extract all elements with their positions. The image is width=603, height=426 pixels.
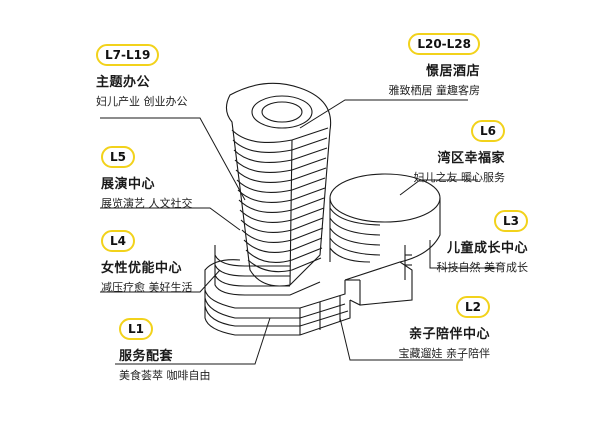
callout-l4: L4 女性优能中心 减压疗愈 美好生活 (101, 230, 193, 295)
level-badge: L1 (119, 318, 153, 340)
callout-title: 女性优能中心 (101, 261, 183, 276)
callout-l1: L1 服务配套 美食荟萃 咖啡自由 (119, 318, 211, 383)
callout-subtitle: 美食荟萃 咖啡自由 (119, 369, 211, 382)
callout-title: 服务配套 (119, 349, 174, 364)
callout-title: 憬居酒店 (425, 64, 480, 79)
callout-l2: L2 亲子陪伴中心 宝藏遛娃 亲子陪伴 (380, 296, 490, 361)
l4-wing (214, 245, 321, 296)
podium-block (204, 259, 413, 336)
level-badge: L5 (101, 146, 135, 168)
callout-title: 主题办公 (96, 75, 151, 90)
level-badge: L4 (101, 230, 135, 252)
level-badge: L6 (471, 120, 505, 142)
callout-title: 亲子陪伴中心 (408, 327, 490, 342)
callout-subtitle: 雅致栖居 童趣客房 (388, 84, 481, 97)
level-badge: L2 (456, 296, 490, 318)
callout-subtitle: 妇儿产业 创业办公 (96, 95, 188, 108)
level-badge: L3 (494, 210, 528, 232)
callout-subtitle: 科技自然 美育成长 (436, 261, 529, 274)
callout-subtitle: 展览演艺 人文社交 (101, 197, 193, 210)
callout-title: 展演中心 (101, 177, 156, 192)
callout-title: 儿童成长中心 (446, 241, 528, 256)
callout-l20-l28: L20-L28 憬居酒店 雅致栖居 童趣客房 (370, 33, 480, 98)
level-badge: L20-L28 (408, 33, 480, 55)
callout-l5: L5 展演中心 展览演艺 人文社交 (101, 146, 193, 211)
callout-l6: L6 湾区幸福家 妇儿之友 暖心服务 (395, 120, 505, 185)
callout-subtitle: 妇儿之友 暖心服务 (413, 171, 506, 184)
tower (225, 82, 332, 287)
callout-subtitle: 宝藏遛娃 亲子陪伴 (398, 347, 491, 360)
callout-l7-l19: L7-L19 主题办公 妇儿产业 创业办公 (96, 44, 188, 109)
leader-lines (100, 99, 498, 365)
callout-subtitle: 减压疗愈 美好生活 (101, 281, 193, 294)
level-badge: L7-L19 (96, 44, 160, 66)
callout-title: 湾区幸福家 (437, 151, 505, 166)
callout-l3: L3 儿童成长中心 科技自然 美育成长 (420, 210, 528, 275)
right-block (329, 173, 441, 280)
